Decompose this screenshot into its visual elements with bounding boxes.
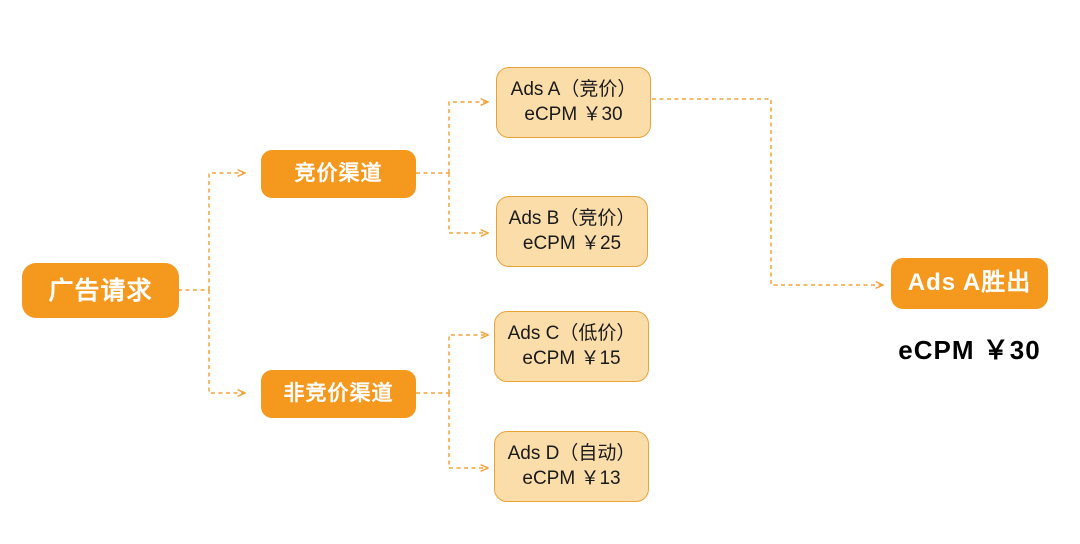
node-ads-c-line1: Ads C（低价）	[507, 323, 636, 345]
node-ads-d-line1: Ads D（自动）	[507, 443, 636, 465]
edge-nonbidding-to-adsc	[448, 335, 488, 393]
node-ads-c[interactable]: Ads C（低价） eCPM ￥15	[494, 311, 649, 382]
node-bidding-channel[interactable]: 竞价渠道	[261, 150, 416, 198]
node-ads-d[interactable]: Ads D（自动） eCPM ￥13	[494, 431, 649, 502]
edge-request-to-nonbidding	[208, 290, 245, 393]
node-ad-request-label: 广告请求	[48, 276, 153, 305]
node-ads-a-line2: eCPM ￥30	[524, 103, 623, 125]
node-ads-b[interactable]: Ads B（竞价） eCPM ￥25	[496, 196, 648, 267]
edge-request-to-bidding	[208, 173, 245, 290]
edge-bidding-to-adsa	[448, 102, 488, 173]
node-ad-request[interactable]: 广告请求	[22, 263, 179, 318]
node-winner-label: Ads A胜出	[907, 269, 1032, 297]
node-winner[interactable]: Ads A胜出	[891, 258, 1048, 309]
node-ads-b-line1: Ads B（竞价）	[508, 208, 636, 230]
node-ads-c-line2: eCPM ￥15	[522, 347, 621, 369]
winner-ecpm-caption: eCPM ￥30	[891, 330, 1048, 367]
node-ads-b-text: Ads B（竞价） eCPM ￥25	[509, 207, 636, 256]
node-ads-d-text: Ads D（自动） eCPM ￥13	[508, 442, 636, 491]
node-ads-a-text: Ads A（竞价） eCPM ￥30	[511, 78, 637, 127]
winner-ecpm-value: eCPM ￥30	[898, 335, 1041, 365]
node-bidding-channel-label: 竞价渠道	[294, 161, 383, 185]
edge-adsa-to-winner	[652, 98, 883, 285]
edge-nonbidding-to-adsd	[448, 393, 488, 468]
edge-bidding-to-adsb	[448, 173, 488, 233]
node-ads-a-line1: Ads A（竞价）	[510, 79, 637, 101]
node-non-bidding-channel[interactable]: 非竞价渠道	[261, 370, 416, 418]
node-non-bidding-channel-label: 非竞价渠道	[283, 381, 394, 405]
node-ads-b-line2: eCPM ￥25	[522, 232, 622, 254]
node-ads-a[interactable]: Ads A（竞价） eCPM ￥30	[496, 67, 651, 138]
node-ads-c-text: Ads C（低价） eCPM ￥15	[508, 322, 636, 371]
node-ads-d-line2: eCPM ￥13	[522, 467, 621, 489]
